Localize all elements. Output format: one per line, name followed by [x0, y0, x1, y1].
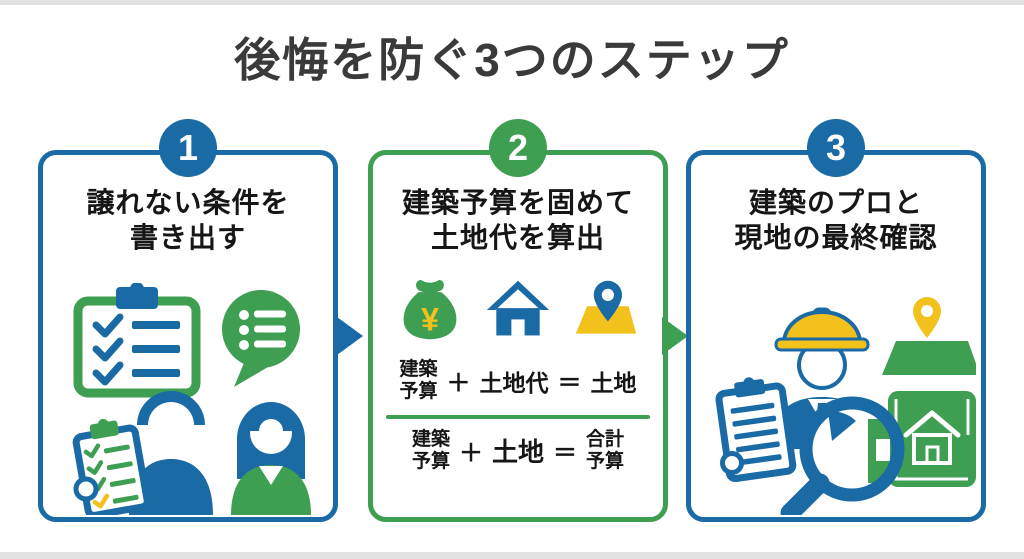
step-2-heading-line1: 建築予算を固めて	[401, 187, 634, 218]
checklist-clipboard-icon	[73, 282, 201, 398]
step-3-heading-line2: 現地の最終確認	[734, 222, 938, 253]
step-card-1: 譲れない条件を 書き出す	[38, 150, 338, 522]
arrow-right-icon	[662, 317, 688, 355]
map-pin-yellow-icon	[575, 280, 637, 334]
plus-sign: ＋	[446, 370, 471, 398]
formula-2-term-2: 土地	[491, 437, 544, 468]
formula-2-term-1-line1: 建築	[411, 428, 450, 450]
formula-1-term-1-line2: 予算	[399, 380, 438, 402]
plus-sign: ＋	[458, 440, 483, 468]
step-3-heading: 建築のプロと 現地の最終確認	[691, 155, 981, 255]
equals-sign: ＝	[553, 440, 577, 468]
site-inspection-illustration	[715, 297, 980, 523]
formula-2-term-3-line2: 予算	[586, 450, 625, 472]
formula-2: 建築 予算 ＋ 土地 ＝ 合計 予算	[373, 429, 663, 473]
formula-2-term-3-line1: 合計	[586, 428, 625, 450]
step-card-3: 建築のプロと 現地の最終確認	[686, 150, 986, 523]
step-2-heading-line2: 土地代を算出	[430, 222, 605, 253]
step-card-2: 建築予算を固めて 土地代を算出 ¥ 建築 予算	[368, 150, 668, 522]
step-3-heading-line1: 建築のプロと	[748, 187, 923, 218]
formula-1-term-3: 土地	[590, 369, 637, 396]
man-with-checklist-icon	[72, 418, 151, 519]
couple-checklist-illustration	[72, 282, 311, 519]
step-number-2: 2	[489, 119, 547, 177]
formula-2-term-1: 建築 予算	[412, 429, 450, 473]
formula-1-term-2: 土地代	[479, 369, 549, 396]
equals-sign: ＝	[557, 370, 582, 398]
formula-divider	[386, 414, 650, 419]
step-1-heading: 譲れない条件を 書き出す	[43, 155, 333, 255]
formula-2-term-1-line2: 予算	[411, 450, 450, 472]
formula-1-term-1-line1: 建築	[399, 359, 438, 380]
money-bag-yen-icon: ¥	[403, 279, 457, 340]
arrow-right-icon	[337, 317, 363, 355]
speech-bubble-list-icon	[222, 290, 300, 387]
step-3-illustration	[696, 283, 980, 523]
formula-1-term-1: 建築 予算	[399, 359, 437, 403]
step-1-illustration	[48, 282, 328, 520]
house-icon	[486, 280, 550, 336]
formula-1: 建築 予算 ＋ 土地代 ＝ 土地	[373, 359, 663, 403]
formula-2-term-3: 合計 予算	[586, 429, 624, 473]
woman-icon	[231, 402, 311, 515]
construction-worker-icon	[715, 307, 874, 483]
svg-text:¥: ¥	[421, 302, 439, 338]
magnifying-glass-icon	[780, 396, 905, 523]
step-number-3: 3	[807, 119, 865, 177]
budget-icons-row: ¥	[373, 273, 663, 343]
frame-bar-top	[0, 0, 1024, 5]
step-number-1: 1	[159, 119, 217, 177]
map-pin-green-icon	[882, 297, 980, 375]
page-title: 後悔を防ぐ3つのステップ	[234, 34, 790, 86]
step-1-heading-line2: 書き出す	[129, 222, 246, 253]
frame-bar-bottom	[0, 552, 1024, 559]
step-2-heading: 建築予算を固めて 土地代を算出	[373, 155, 663, 255]
step-1-heading-line1: 譲れない条件を	[86, 187, 290, 218]
